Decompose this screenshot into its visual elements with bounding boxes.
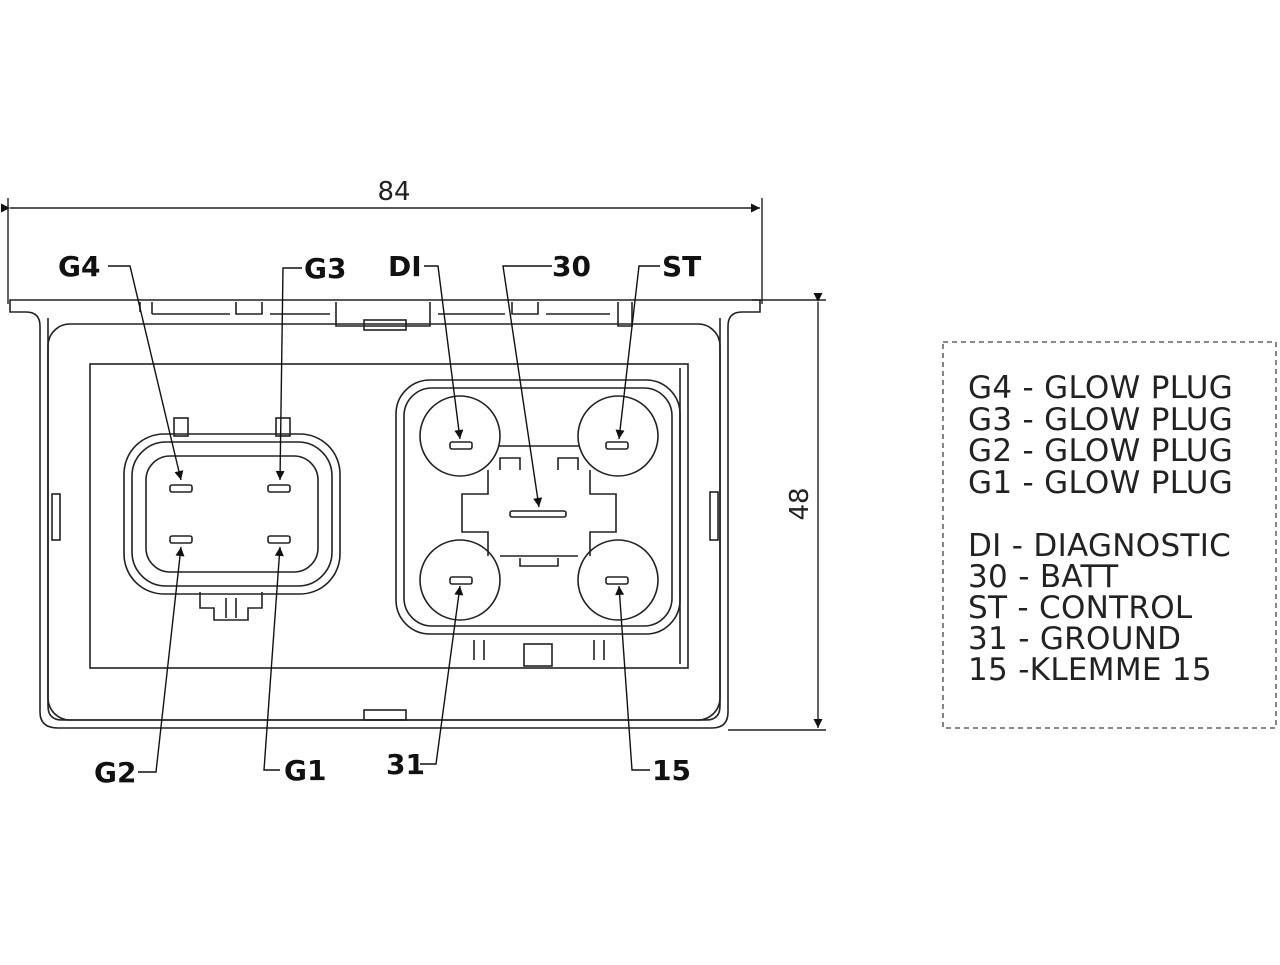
height-dimension-label: 48 — [785, 487, 815, 520]
label-15: 15 — [652, 754, 691, 787]
legend-line: G3 - GLOW PLUG — [968, 402, 1233, 438]
leader-lines — [108, 265, 660, 773]
legend-line: 31 - GROUND — [968, 621, 1181, 657]
label-g2: G2 — [94, 756, 136, 789]
legend-box — [942, 341, 1277, 729]
label-g1: G1 — [284, 754, 326, 787]
label-di: DI — [388, 250, 422, 283]
width-dimension — [1, 198, 763, 304]
power-connector — [395, 379, 681, 667]
glow-plug-connector — [123, 417, 341, 621]
legend-line: G2 - GLOW PLUG — [968, 433, 1233, 469]
legend-line: ST - CONTROL — [968, 590, 1193, 626]
legend-line: 15 -KLEMME 15 — [968, 652, 1212, 688]
power-pins — [449, 441, 629, 585]
legend-line: G4 - GLOW PLUG — [968, 370, 1233, 406]
legend-line: G1 - GLOW PLUG — [968, 465, 1233, 501]
label-g4: G4 — [58, 250, 100, 283]
label-30: 30 — [552, 250, 591, 283]
width-dimension-label: 84 — [377, 177, 410, 207]
label-31: 31 — [386, 748, 425, 781]
legend: G4 - GLOW PLUG G3 - GLOW PLUG G2 - GLOW … — [968, 370, 1233, 688]
glow-plug-pins — [169, 484, 291, 544]
height-dimension — [728, 293, 826, 731]
legend-line: DI - DIAGNOSTIC — [968, 528, 1231, 564]
relay-housing — [9, 299, 761, 729]
label-st: ST — [662, 250, 701, 283]
label-g3: G3 — [304, 252, 346, 285]
legend-line: 30 - BATT — [968, 559, 1119, 595]
